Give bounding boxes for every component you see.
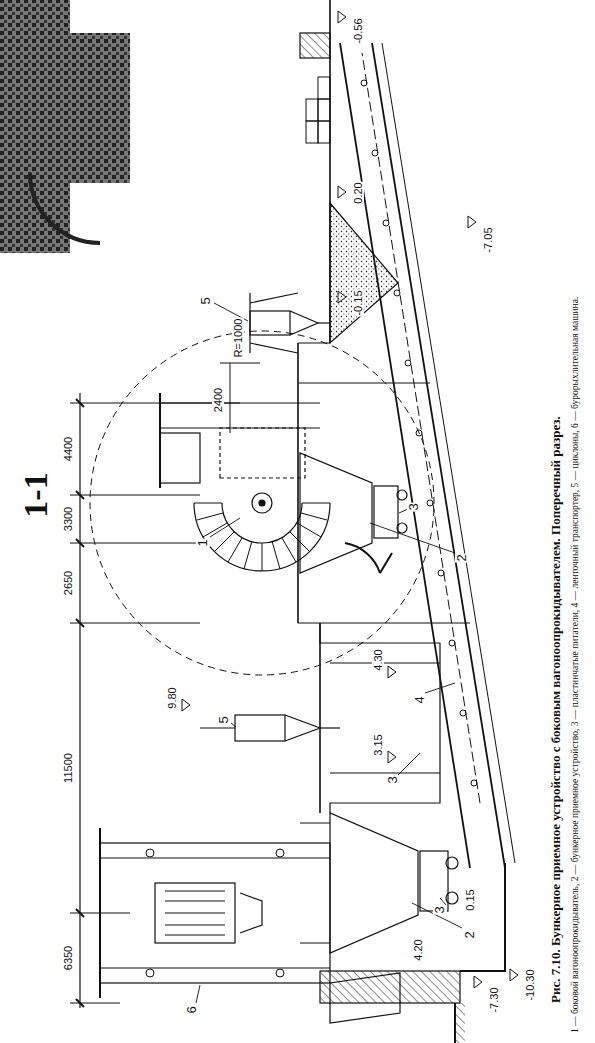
dimension-label: -7.05 [482,226,494,253]
dimension-label: -10.30 [524,968,536,1001]
callout-number: 5 [199,296,213,305]
dimension-label: 11500 [62,752,74,784]
callout-number: 3 [433,905,447,914]
callout-number: 5 [217,715,231,724]
callout-number: 6 [185,1005,199,1014]
dimension-label: 4.20 [412,938,424,961]
dimension-label: 2400 [212,387,224,413]
callout-number: 3 [386,775,400,784]
dimension-label: -0.56 [352,17,364,44]
dimension-label: 4400 [62,436,74,462]
dimension-label: 6350 [62,945,74,971]
dimension-label: -0.15 [352,289,364,316]
figure-key: 1 — боковой вагоноопрокидыватель, 2 — бу… [570,297,580,1033]
dimension-label: 4.30 [372,648,384,671]
dimension-label: 3.15 [372,733,384,756]
dimension-label: 2650 [62,570,74,596]
figure-caption: Рис. 7.10. Бункерное приемное устройство… [548,416,564,1003]
dimension-label: 0.20 [352,181,364,204]
callout-number: 3 [407,502,421,511]
callout-number: 2 [463,930,477,939]
callout-number: 4 [413,695,427,704]
dimension-label: 9.80 [166,686,178,709]
section-title: 1-1 [17,472,55,517]
photo-fragment [0,0,70,253]
dimension-label: -7.30 [488,986,500,1013]
dimension-label: 3300 [62,506,74,532]
dimension-label: R=1000 [232,318,244,359]
callout-number: 1 [196,538,210,547]
dimension-label: 0.15 [464,888,476,911]
callout-number: 2 [455,553,469,562]
